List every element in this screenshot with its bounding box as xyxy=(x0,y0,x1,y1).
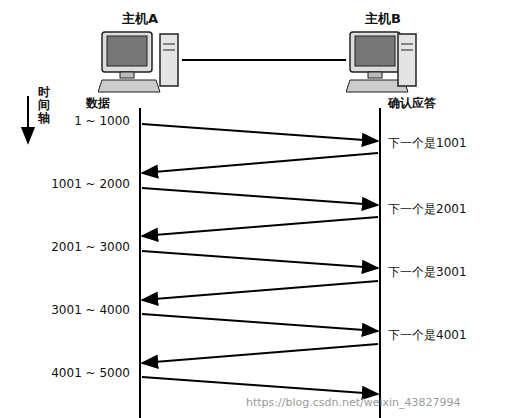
data-range: 4001 ~ 5000 xyxy=(51,366,130,380)
host-computer: 主机B xyxy=(346,10,420,98)
watermark: https://blog.csdn.net/weixin_43827994 xyxy=(246,396,461,410)
data-range: 3001 ~ 4000 xyxy=(51,303,130,317)
host-label: 主机B xyxy=(346,10,420,28)
ack-label: 下一个是4001 xyxy=(388,328,467,342)
computer-icon xyxy=(346,30,420,100)
lifeline xyxy=(379,108,381,418)
lifeline xyxy=(139,108,141,418)
column-heading: 确认应答 xyxy=(388,96,436,110)
data-range: 1001 ~ 2000 xyxy=(51,177,130,191)
network-link xyxy=(182,59,346,61)
computer-icon xyxy=(98,30,182,100)
ack-label: 下一个是1001 xyxy=(388,136,467,150)
ack-label: 下一个是3001 xyxy=(388,265,467,279)
ack-label: 下一个是2001 xyxy=(388,202,467,216)
column-heading: 数据 xyxy=(86,96,110,110)
host-computer: 主机A xyxy=(98,10,182,98)
host-label: 主机A xyxy=(98,10,182,28)
message-arrows xyxy=(142,124,378,394)
data-range: 2001 ~ 3000 xyxy=(51,240,130,254)
time-axis-label: 时间轴 xyxy=(38,86,50,126)
data-range: 1 ~ 1000 xyxy=(74,114,130,128)
time-arrow xyxy=(27,96,29,143)
